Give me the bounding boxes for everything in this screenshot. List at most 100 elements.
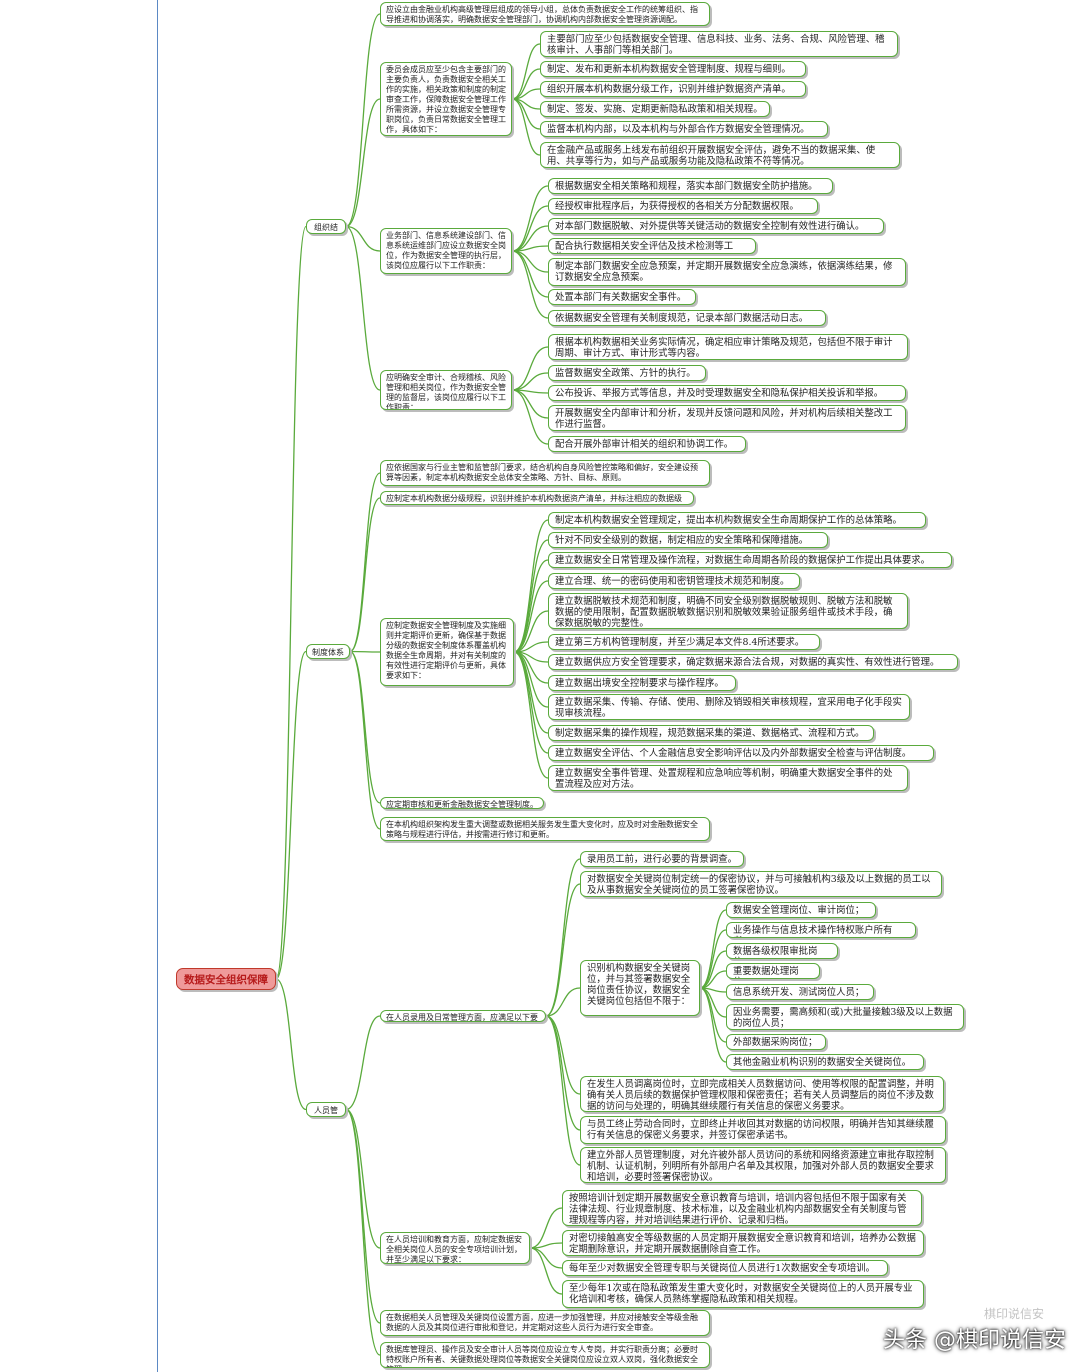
connector	[513, 651, 549, 779]
item-2-0-3: 在发生人员调离岗位时，立即完成相关人员数据访问、使用等权限的配置调整，并明确有关…	[580, 1076, 944, 1112]
item-1-2-0: 制定本机构数据安全管理规定，提出本机构数据安全生命周期保护工作的总体策略。	[548, 512, 926, 528]
subitem-3: 重要数据处理岗位；	[726, 963, 820, 979]
item-2-0-5: 建立外部人员管理制度，对允许被外部人员访问的系统和网络资源建立审批存取控制机制、…	[580, 1147, 946, 1183]
item-0-3-4: 配合开展外部审计相关的组织和协调工作。	[548, 436, 746, 452]
subitem-4: 信息系统开发、测试岗位人员；	[726, 984, 874, 1000]
branch-2: 人员管理	[306, 1102, 346, 1117]
branch-2-node-1: 在人员培训和教育方面，应制定数据安全相关岗位人员的安全专项培训计划，并至少满足以…	[380, 1232, 530, 1264]
item-2-0-2: 识别机构数据安全关键岗位，并与其签署数据安全岗位责任协议，数据安全关键岗位包括但…	[580, 960, 700, 1016]
item-0-1-1: 制定、发布和更新本机构数据安全管理制度、规程与细则。	[540, 61, 806, 77]
branch-1-node-1: 应制定本机构数据分级规程，识别并维护本机构数据资产清单，并标注相应的数据级别。	[380, 491, 694, 505]
connector	[513, 610, 549, 653]
connector	[511, 43, 541, 100]
connector	[345, 1108, 381, 1249]
connector	[511, 250, 549, 298]
item-0-1-0: 主要部门应至少包括数据安全管理、信息科技、业务、法务、合规、风险管理、稽核审计、…	[540, 31, 898, 57]
branch-1: 制度体系	[306, 644, 350, 659]
connector	[545, 858, 581, 1017]
connector	[275, 225, 307, 980]
connector	[699, 987, 727, 1063]
item-2-1-3: 至少每年1次或在隐私政策发生重大变化时，对数据安全关键岗位上的人员开展专业化培训…	[562, 1280, 924, 1308]
connector	[511, 185, 549, 252]
branch-1-node-2: 应制定数据安全管理制度及实施细则并定期评价更新，确保基于数据分级的数据安全制度体…	[380, 618, 514, 686]
item-2-0-4: 与员工终止劳动合同时，立即终止并收回其对数据的访问权限，明确并告知其继续履行有关…	[580, 1116, 946, 1144]
item-0-3-3: 开展数据安全内部审计和分析，发现并反馈问题和风险，并对机构后续相关整改工作进行监…	[548, 405, 906, 431]
item-1-2-6: 建立数据供应方安全管理要求，确定数据来源合法合规，对数据的真实性、有效性进行管理…	[548, 654, 958, 670]
item-1-2-5: 建立第三方机构管理制度，并至少满足本文件8.4所述要求。	[548, 634, 820, 650]
item-0-1-4: 监督本机构内部，以及本机构与外部合作方数据安全管理情况。	[540, 121, 828, 137]
item-1-2-9: 制定数据采集的操作规程，规范数据采集的渠道、数据格式、流程和方式。	[548, 725, 874, 741]
connector	[545, 883, 581, 1017]
connector	[513, 651, 549, 734]
connector	[511, 372, 549, 391]
branch-0-node-1: 委员会成员应至少包含主要部门的主要负责人，负责数据安全相关工作的实施，相关政策和…	[380, 62, 512, 136]
connector	[529, 1247, 563, 1295]
connector	[529, 1207, 563, 1249]
connector	[275, 978, 307, 1111]
subitem-6: 外部数据采购岗位；	[726, 1034, 826, 1050]
connector	[511, 250, 549, 319]
watermark: 头条 @棋印说信安	[883, 1328, 1066, 1353]
branch-1-node-3: 应定期审核和更新金融数据安全管理制度。	[380, 797, 544, 809]
item-1-2-3: 建立合理、统一的密码使用和密钥管理技术规范和制度。	[548, 573, 800, 589]
connector	[511, 346, 549, 391]
connector	[545, 987, 581, 1017]
connector	[699, 987, 727, 1043]
item-0-2-3: 配合执行数据相关安全评估及技术检测等工作。	[548, 238, 756, 254]
connector	[699, 909, 727, 989]
branch-0-node-3: 应明确安全审计、合规稽核、风险管理和相关岗位，作为数据安全管理的监督层，该岗位应…	[380, 370, 512, 410]
side-guide-line	[157, 0, 158, 1372]
item-0-2-0: 根据数据安全相关策略和规程，落实本部门数据安全防护措施。	[548, 178, 833, 194]
connector	[511, 250, 549, 273]
connector	[349, 650, 381, 653]
branch-2-node-2: 在数据相关人员管理及关键岗位设置方面，应进一步加强管理，并应对接触安全等级金融数…	[380, 1310, 710, 1336]
item-1-2-7: 建立数据出境安全控制要求与操作程序。	[548, 675, 736, 691]
connector	[349, 650, 381, 830]
subitem-5: 因业务需要，需高频和(或)大批量接触3级及以上数据的岗位人员；	[726, 1004, 964, 1030]
item-2-0-0: 录用员工前，进行必要的背景调查。	[580, 851, 744, 867]
connector	[545, 1015, 581, 1166]
branch-1-node-0: 应依据国家与行业主管和监管部门要求，结合机构自身风险管控策略和偏好，安全建设预算…	[380, 460, 710, 486]
branch-0-node-2: 业务部门、信息系统建设部门、信息系统运维部门应设立数据安全岗位，作为数据安全管理…	[380, 228, 512, 274]
item-2-1-0: 按照培训计划定期开展数据安全意识教育与培训，培训内容包括但不限于国家有关法律法规…	[562, 1190, 922, 1226]
connector	[513, 559, 549, 653]
item-1-2-1: 针对不同安全级别的数据，制定相应的安全策略和保障措施。	[548, 532, 828, 548]
item-0-2-1: 经授权审批程序后，为获得授权的各相关方分配数据权限。	[548, 198, 818, 214]
connector	[345, 225, 381, 252]
branch-2-node-0: 在人员录用及日常管理方面，应满足以下要求：	[380, 1010, 546, 1022]
connector	[511, 389, 549, 445]
connector	[529, 1242, 563, 1249]
item-0-2-6: 依据数据安全管理有关制度规范，记录本部门数据活动日志。	[548, 310, 826, 326]
item-0-2-4: 制定本部门数据安全应急预案，并定期开展数据安全应急演练，依据演练结果，修订数据安…	[548, 258, 906, 286]
item-0-2-2: 对本部门数据脱敏、对外提供等关键活动的数据安全控制有效性进行确认。	[548, 218, 884, 234]
connector	[345, 1108, 381, 1324]
connector	[511, 205, 549, 252]
connector	[345, 1108, 381, 1356]
connector	[345, 98, 381, 228]
branch-0-node-0: 应设立由金融业机构高级管理层组成的领导小组，总体负责数据安全工作的统筹组织、指导…	[380, 2, 710, 26]
item-2-0-1: 对数据安全关键岗位制定统一的保密协议，并与可接触机构3级及以上数据的员工以及从事…	[580, 871, 942, 897]
connector	[349, 472, 381, 653]
connector	[349, 497, 381, 653]
item-0-3-2: 公布投诉、举报方式等信息，并及时受理数据安全和隐私保护相关投诉和举报。	[548, 385, 906, 401]
connector	[511, 98, 541, 156]
item-1-2-8: 建立数据采集、传输、存储、使用、删除及销毁相关审核规程，宜采用电子化手段实现审核…	[548, 694, 910, 720]
item-0-1-3: 制定、签发、实施、定期更新隐私政策和相关规程。	[540, 101, 770, 117]
branch-1-node-4: 在本机构组织架构发生重大调整或数据相关服务发生重大变化时，应及时对金融数据安全策…	[380, 817, 710, 841]
connector	[275, 650, 307, 980]
connector	[529, 1247, 563, 1269]
connector	[349, 650, 381, 804]
item-2-1-1: 对密切接触高安全等级数据的人员定期开展数据安全意识教育和培训，培养办公数据定期删…	[562, 1230, 924, 1256]
subitem-0: 数据安全管理岗位、审计岗位；	[726, 902, 876, 918]
connector	[513, 539, 549, 653]
item-1-2-4: 建立数据脱敏技术规范和制度，明确不同安全级别数据脱敏规则、脱敏方法和脱敏数据的使…	[548, 593, 908, 629]
item-0-3-0: 根据本机构数据相关业务实际情况，确定相应审计策略及规范，包括但不限于审计周期、审…	[548, 334, 908, 360]
connector	[545, 1015, 581, 1095]
root-node: 数据安全组织保障	[176, 968, 276, 990]
item-0-1-5: 在金融产品或服务上线发布前组织开展数据安全评估，避免不当的数据采集、使用、共享等…	[540, 142, 900, 168]
connector	[511, 389, 549, 419]
connector	[511, 68, 541, 100]
subitem-7: 其他金融业机构识别的数据安全关键岗位。	[726, 1054, 924, 1070]
item-0-1-2: 组织开展本机构数据分级工作，识别并维护数据资产清单。	[540, 81, 806, 97]
